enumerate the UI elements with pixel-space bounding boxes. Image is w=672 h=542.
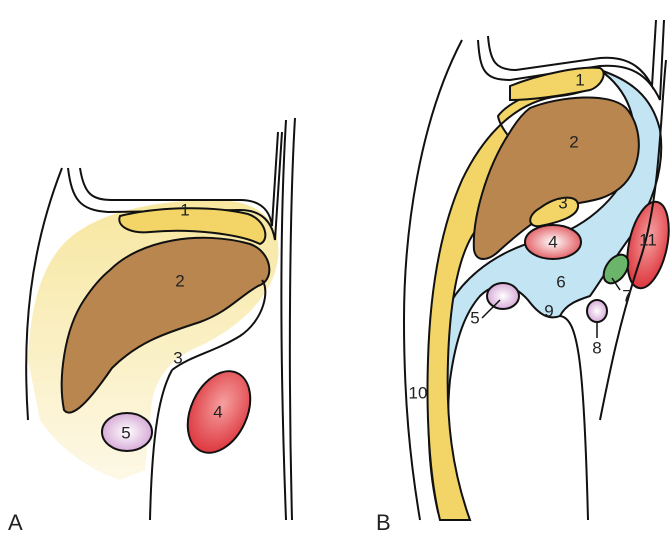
label-5-b: 5 <box>470 309 479 328</box>
label-3-a: 3 <box>173 349 182 368</box>
panel-b: 1 2 3 4 5 6 7 8 9 10 11 B <box>376 20 672 535</box>
outline-inner-b <box>560 316 588 520</box>
label-9-b: 9 <box>544 302 553 321</box>
label-8-b: 8 <box>592 339 601 358</box>
label-6-b: 6 <box>556 273 565 292</box>
label-11-b: 11 <box>639 231 657 250</box>
outline-right2-a <box>290 118 295 520</box>
panel-label-a: A <box>8 510 23 535</box>
label-1-b: 1 <box>575 71 584 90</box>
structure-5-b <box>487 283 519 309</box>
label-2-b: 2 <box>569 133 578 152</box>
label-7-b: 7 <box>622 287 631 306</box>
outline-right-a <box>282 120 287 520</box>
structure-1-b <box>510 68 604 100</box>
label-2-a: 2 <box>175 272 184 291</box>
label-4-a: 4 <box>213 403 222 422</box>
panel-a: 1 2 3 4 5 A <box>8 118 295 535</box>
label-3-b: 3 <box>558 194 567 213</box>
label-10-b: 10 <box>409 384 428 403</box>
structure-8-b <box>587 300 607 322</box>
label-1-a: 1 <box>180 201 189 220</box>
label-5-a: 5 <box>121 424 130 443</box>
panel-label-b: B <box>376 510 391 535</box>
label-4-b: 4 <box>548 233 557 252</box>
